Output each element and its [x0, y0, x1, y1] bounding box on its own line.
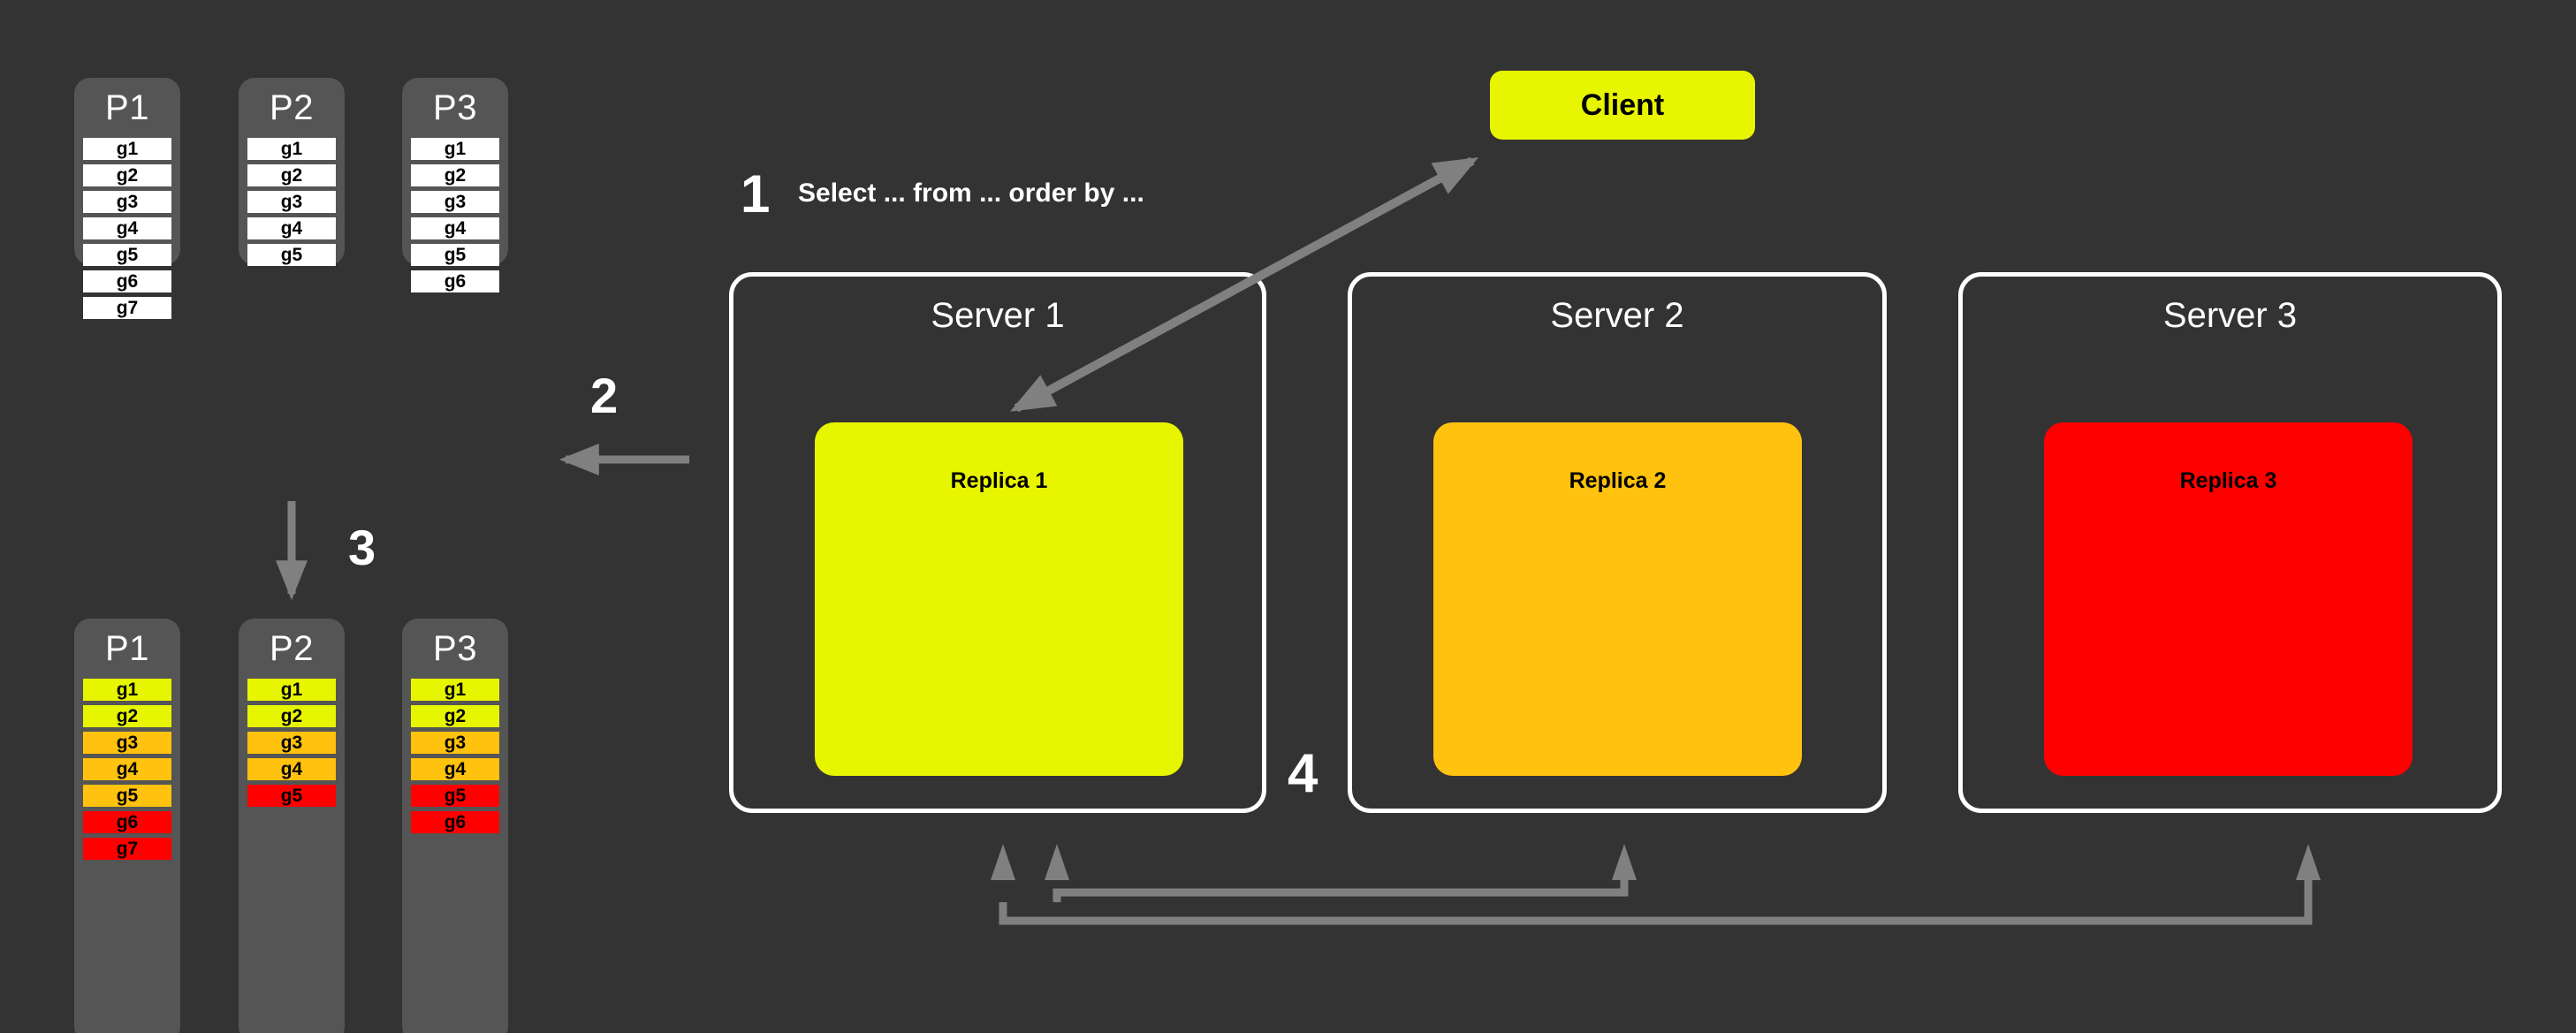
- server-title: Server 3: [2162, 296, 2298, 335]
- partition-cell: g4: [247, 758, 336, 780]
- partition-cell: g2: [411, 164, 499, 186]
- partition-title: P1: [105, 629, 149, 668]
- partition-cell: g3: [83, 191, 171, 213]
- partition-cell: g2: [247, 164, 336, 186]
- partition-cell-list: g1 g2 g3 g4 g5: [239, 138, 345, 266]
- partition-cell: g3: [411, 191, 499, 213]
- partition-cell-list: g1 g2 g3 g4 g5 g6 g7: [74, 138, 180, 319]
- partition-cell-list: g1 g2 g3 g4 g5 g6: [402, 138, 508, 292]
- partition-cell: g4: [83, 217, 171, 239]
- partition-cell: g1: [83, 138, 171, 160]
- partition-cell: g1: [83, 679, 171, 701]
- partition-cell: g6: [83, 811, 171, 833]
- partition-cell: g6: [411, 270, 499, 292]
- replica-box-3: Replica 3: [2044, 422, 2413, 776]
- partition-title: P3: [433, 88, 477, 127]
- partition-title: P2: [270, 629, 314, 668]
- partition-cell: g3: [247, 732, 336, 754]
- partition-cell: g5: [411, 785, 499, 807]
- partition-cell: g2: [83, 164, 171, 186]
- partition-cell: g7: [83, 297, 171, 319]
- partition-column-bottom-p3: P3 g1 g2 g3 g4 g5 g6: [402, 619, 508, 1033]
- replica-box-1: Replica 1: [815, 422, 1183, 776]
- partition-cell: g2: [247, 705, 336, 727]
- partition-cell: g5: [83, 244, 171, 266]
- partition-cell: g5: [247, 244, 336, 266]
- partition-title: P3: [433, 629, 477, 668]
- step-number-4: 4: [1288, 743, 1318, 804]
- partition-cell: g1: [411, 679, 499, 701]
- partition-title: P1: [105, 88, 149, 127]
- replica-label: Replica 2: [1569, 468, 1667, 493]
- partition-column-bottom-p1: P1 g1 g2 g3 g4 g5 g6 g7: [74, 619, 180, 1033]
- partition-cell: g1: [411, 138, 499, 160]
- partition-cell: g5: [83, 785, 171, 807]
- partition-cell-list: g1 g2 g3 g4 g5 g6: [402, 679, 508, 833]
- partition-title: P2: [270, 88, 314, 127]
- partition-column-top-p3: P3 g1 g2 g3 g4 g5 g6: [402, 78, 508, 292]
- partition-cell-list: g1 g2 g3 g4 g5 g6 g7: [74, 679, 180, 860]
- query-label: Select ... from ... order by ...: [798, 178, 1144, 208]
- partition-cell: g3: [411, 732, 499, 754]
- partition-cell: g4: [83, 758, 171, 780]
- partition-cell-list: g1 g2 g3 g4 g5: [239, 679, 345, 807]
- partition-cell: g3: [83, 732, 171, 754]
- partition-cell: g1: [247, 679, 336, 701]
- partition-cell: g3: [247, 191, 336, 213]
- client-box[interactable]: Client: [1490, 71, 1755, 140]
- partition-cell: g4: [411, 217, 499, 239]
- partition-cell: g5: [247, 785, 336, 807]
- arrow-step-4-inner: [1045, 844, 1637, 902]
- partition-column-top-p1: P1 g1 g2 g3 g4 g5 g6 g7: [74, 78, 180, 319]
- server-title: Server 2: [1550, 296, 1684, 335]
- client-label: Client: [1580, 87, 1665, 122]
- step-number-1: 1: [741, 164, 771, 224]
- replica-box-2: Replica 2: [1433, 422, 1802, 776]
- step-number-2: 2: [590, 368, 619, 423]
- partition-cell: g4: [247, 217, 336, 239]
- partition-cell: g2: [411, 705, 499, 727]
- step-number-3: 3: [348, 520, 376, 575]
- replica-label: Replica 1: [950, 468, 1048, 493]
- partition-column-top-p2: P2 g1 g2 g3 g4 g5: [239, 78, 345, 266]
- partition-cell: g5: [411, 244, 499, 266]
- partition-column-bottom-p2: P2 g1 g2 g3 g4 g5: [239, 619, 345, 1033]
- partition-cell: g1: [247, 138, 336, 160]
- replica-label: Replica 3: [2179, 468, 2277, 493]
- partition-cell: g4: [411, 758, 499, 780]
- partition-cell: g2: [83, 705, 171, 727]
- partition-cell: g7: [83, 838, 171, 860]
- partition-cell: g6: [83, 270, 171, 292]
- arrow-step-4-outer: [991, 844, 2321, 925]
- server-title: Server 1: [931, 296, 1065, 335]
- partition-cell: g6: [411, 811, 499, 833]
